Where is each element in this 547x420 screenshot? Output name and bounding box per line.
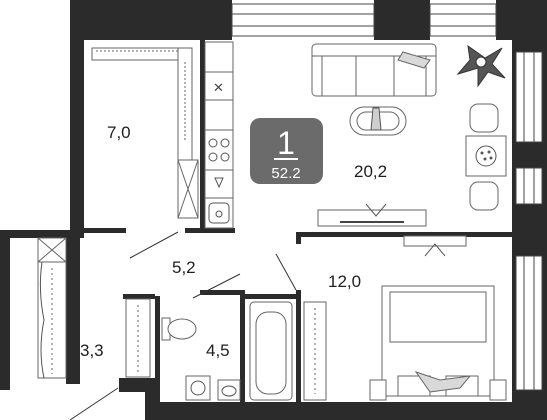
sofa <box>311 43 437 97</box>
stove-icon <box>208 138 230 162</box>
wall-wc-top <box>123 294 155 299</box>
bath-room <box>249 301 327 401</box>
wall-bath-right <box>296 290 301 406</box>
sink-icon <box>208 202 230 224</box>
chair-bottom <box>469 181 499 211</box>
nightstand-right <box>489 379 507 401</box>
windows <box>231 3 543 391</box>
wall-left-upper <box>70 0 84 232</box>
bath-shelf <box>303 301 327 401</box>
toilet-icon <box>161 317 197 341</box>
wardrobe: 3,3 <box>37 237 119 420</box>
window-right-mid <box>515 167 543 205</box>
washbasin-icon <box>217 379 241 401</box>
wall-balcony-top <box>0 230 84 238</box>
window-top-right <box>429 3 497 37</box>
bedroom-area-label: 12,0 <box>328 272 361 291</box>
door-swing-hall <box>129 231 179 259</box>
wall-kitchen-living <box>200 40 205 232</box>
kitchen-appliance-column <box>204 41 234 229</box>
washing-machine-icon <box>185 375 211 401</box>
hall: 5,2 <box>129 231 297 299</box>
wall-wardrobe-post <box>145 378 155 420</box>
hall-area-label: 5,2 <box>172 258 196 277</box>
door-swing-bedroom <box>275 253 297 291</box>
wall-top-left <box>70 0 232 40</box>
living-room: 1 52.2 20,2 <box>250 43 507 227</box>
window-right-lower <box>515 255 543 391</box>
total-area: 52.2 <box>271 165 300 182</box>
kitchen-counter-top <box>91 47 193 61</box>
apartment-badge: 1 52.2 <box>250 118 323 184</box>
door-swing-entrance <box>69 387 119 420</box>
wall-bath-top-a <box>200 290 240 295</box>
wall-bath-left <box>155 296 160 406</box>
badge-box <box>250 118 323 184</box>
wall-balcony-left <box>0 230 10 390</box>
dining-table <box>465 135 507 177</box>
plant-icon <box>456 44 506 88</box>
bed <box>369 285 507 401</box>
bedroom-tv-icon <box>424 243 446 257</box>
tv-icon <box>365 203 387 217</box>
wall-wardrobe-right <box>66 238 80 384</box>
bedroom-tv-stand <box>403 235 467 247</box>
nightstand-left <box>369 379 387 401</box>
bedroom: 12,0 <box>328 235 507 401</box>
hood-icon <box>214 177 224 189</box>
tv-stand <box>317 209 427 227</box>
cross-icon: ✕ <box>213 80 224 95</box>
wall-bath-top-b <box>245 294 300 299</box>
kitchen-area-label: 7,0 <box>107 123 131 142</box>
bathroom-area-label: 4,5 <box>206 341 230 360</box>
wall-top-mid <box>374 0 430 40</box>
wall-bath-mid <box>240 290 245 406</box>
wall-bottom <box>155 402 547 420</box>
bathroom: 4,5 <box>125 298 241 401</box>
vase-icon <box>370 107 382 131</box>
wardrobe-area-label: 3,3 <box>80 341 104 360</box>
wall-hall-top-left <box>84 228 126 233</box>
kitchen: ✕ 7,0 <box>91 41 234 229</box>
chair-top <box>469 103 499 133</box>
window-right-upper <box>515 51 543 143</box>
window-top-left <box>231 3 375 37</box>
living-area-label: 20,2 <box>354 162 387 181</box>
wall-living-stub <box>296 232 301 244</box>
door-swing-bath <box>192 273 241 299</box>
rooms-count: 1 <box>277 125 295 161</box>
wall-living-bedroom <box>296 232 512 237</box>
wall-hall-top-right <box>185 228 235 233</box>
